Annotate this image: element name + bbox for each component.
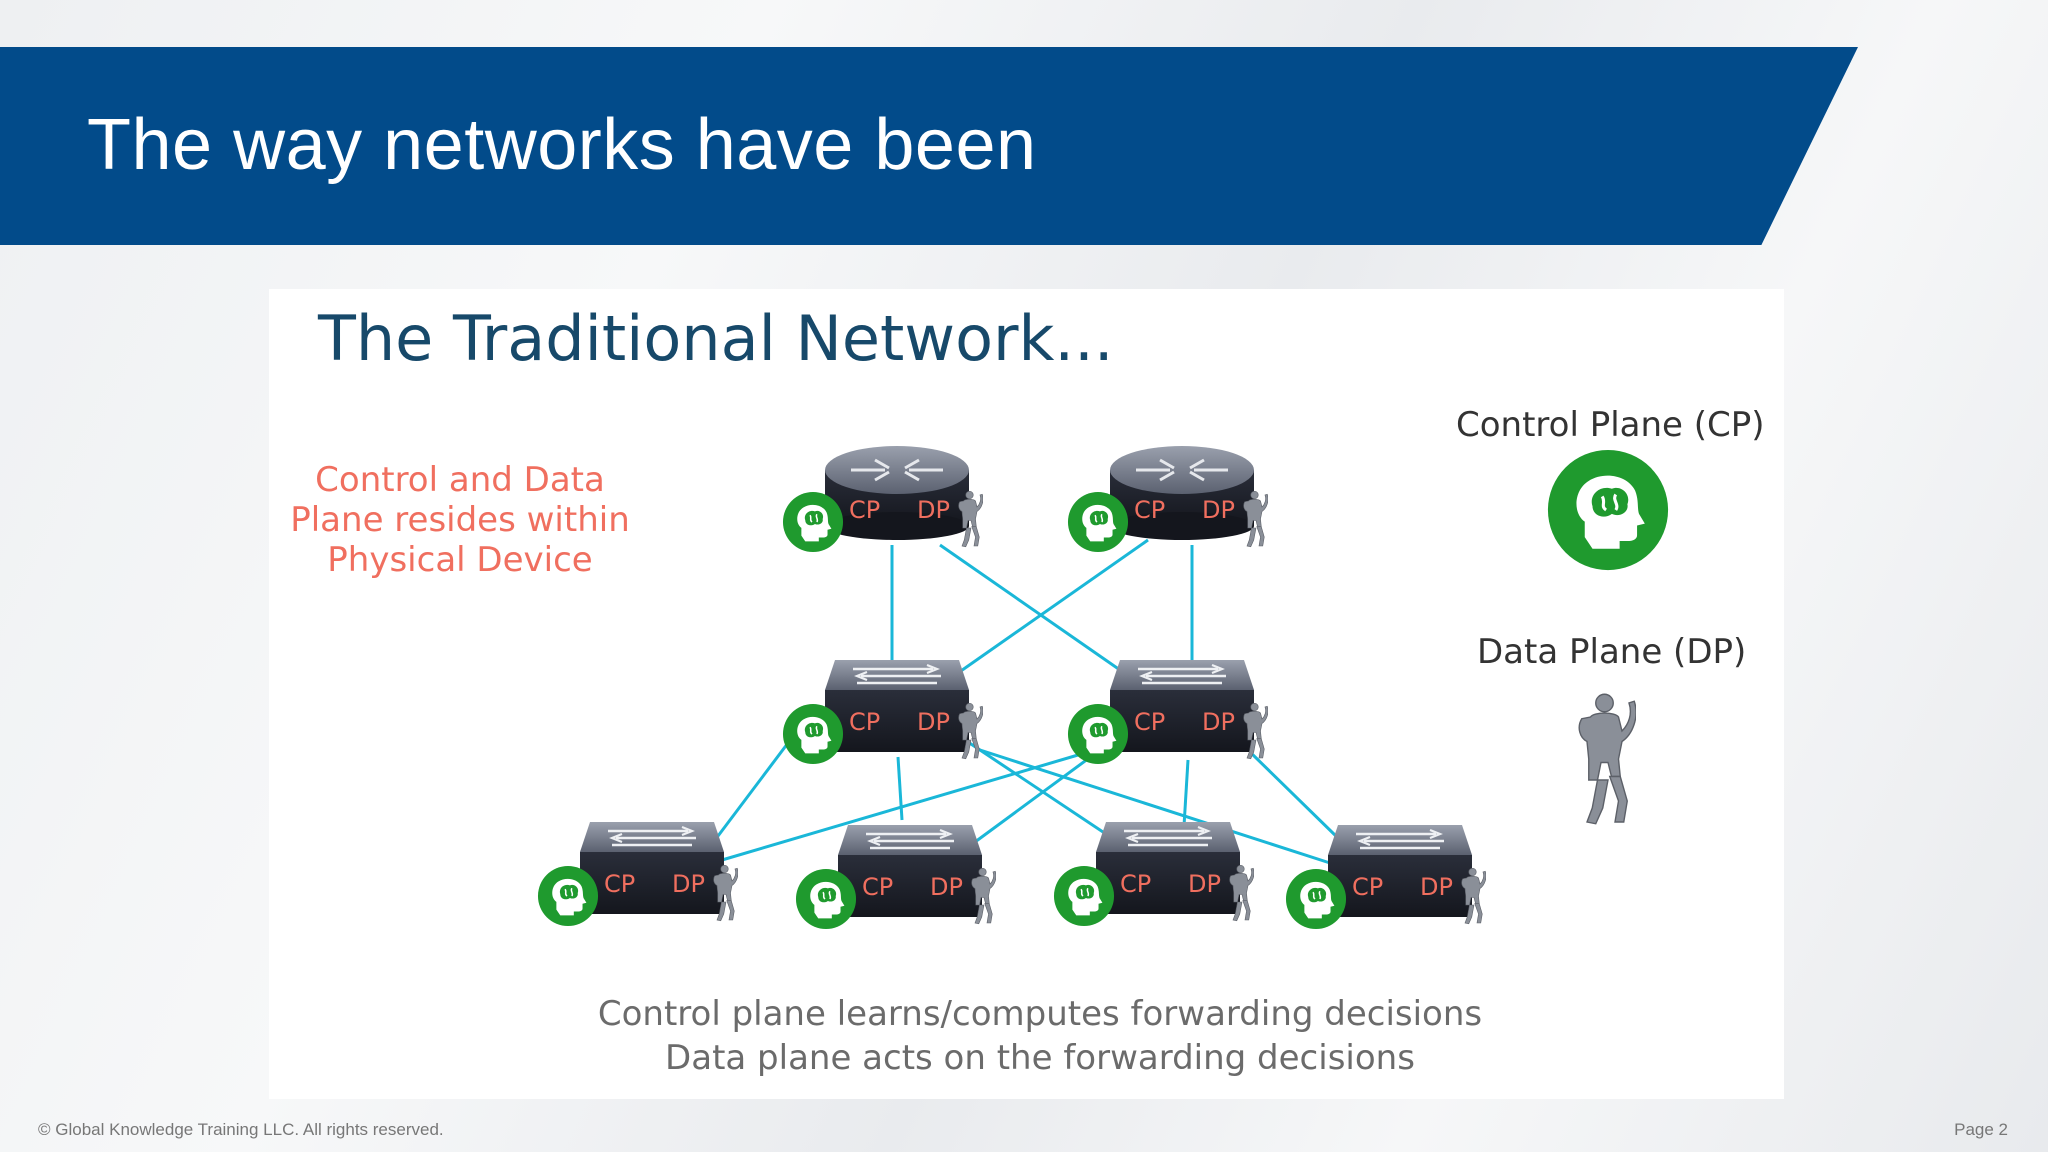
network-link bbox=[896, 756, 904, 821]
network-link bbox=[1182, 759, 1190, 827]
title-banner bbox=[0, 47, 1858, 245]
page-number: Page 2 bbox=[1954, 1120, 2008, 1139]
network-link bbox=[957, 538, 1149, 675]
diagram-panel bbox=[269, 289, 1784, 1099]
dp-label: DP bbox=[1202, 496, 1235, 524]
network-devices: CP DP CP DP CP DP CP DP CP DP CP DP CP DP CP DP bbox=[537, 446, 1486, 930]
switch-icon bbox=[1328, 825, 1472, 917]
brain-head-icon bbox=[795, 868, 857, 930]
network-link bbox=[964, 738, 1116, 842]
callout-line: Control and Data bbox=[315, 460, 605, 500]
brain-head-icon bbox=[1067, 703, 1129, 765]
dp-label: DP bbox=[672, 870, 705, 898]
callout-line: Physical Device bbox=[327, 540, 593, 580]
dp-label: DP bbox=[1202, 708, 1235, 736]
brain-head-icon bbox=[782, 703, 844, 765]
dp-label: DP bbox=[1188, 870, 1221, 898]
diagram-title: The Traditional Network... bbox=[318, 302, 1114, 375]
legend-brain-icon bbox=[1546, 448, 1670, 572]
switch-device: CP DP bbox=[795, 825, 996, 930]
switch-device: CP DP bbox=[782, 660, 983, 765]
cp-label: CP bbox=[849, 708, 880, 736]
switch-icon bbox=[580, 822, 724, 914]
brain-head-icon bbox=[1285, 868, 1347, 930]
callout-text: Control and Data Plane resides within Ph… bbox=[280, 460, 640, 580]
dp-label: DP bbox=[917, 708, 950, 736]
router-icon bbox=[825, 446, 969, 540]
cp-label: CP bbox=[1134, 496, 1165, 524]
cp-label: CP bbox=[1134, 708, 1165, 736]
dp-label: DP bbox=[917, 496, 950, 524]
slide-title: The way networks have been bbox=[87, 105, 1037, 185]
brain-head-icon bbox=[537, 865, 599, 927]
switch-device: CP DP bbox=[537, 822, 738, 927]
router-device: CP DP bbox=[782, 446, 983, 553]
footer-copyright: © Global Knowledge Training LLC. All rig… bbox=[38, 1120, 444, 1139]
switch-icon bbox=[1110, 660, 1254, 752]
dp-label: DP bbox=[930, 873, 963, 901]
cp-label: CP bbox=[604, 870, 635, 898]
switch-icon bbox=[825, 660, 969, 752]
brain-head-icon bbox=[1053, 865, 1115, 927]
router-icon bbox=[1110, 446, 1254, 540]
legend-control-plane-label: Control Plane (CP) bbox=[1456, 405, 1765, 445]
network-links bbox=[713, 538, 1340, 865]
switch-icon bbox=[838, 825, 982, 917]
legend-data-plane-label: Data Plane (DP) bbox=[1477, 632, 1747, 672]
switch-device: CP DP bbox=[1067, 660, 1268, 765]
switch-icon bbox=[1096, 822, 1240, 914]
network-link bbox=[974, 748, 1101, 844]
network-link bbox=[1248, 750, 1340, 840]
caption-line: Data plane acts on the forwarding decisi… bbox=[665, 1038, 1415, 1078]
router-device: CP DP bbox=[1067, 446, 1268, 553]
brain-head-icon bbox=[782, 491, 844, 553]
cp-label: CP bbox=[862, 873, 893, 901]
brain-head-icon bbox=[1067, 491, 1129, 553]
network-link bbox=[939, 543, 1121, 672]
callout-line: Plane resides within bbox=[290, 500, 630, 540]
cp-label: CP bbox=[1352, 873, 1383, 901]
caption-line: Control plane learns/computes forwarding… bbox=[597, 994, 1483, 1034]
network-link bbox=[979, 748, 1331, 865]
dp-label: DP bbox=[1420, 873, 1453, 901]
network-link bbox=[721, 753, 1079, 862]
cp-label: CP bbox=[1120, 870, 1151, 898]
switch-device: CP DP bbox=[1053, 822, 1254, 927]
cp-label: CP bbox=[849, 496, 880, 524]
switch-device: CP DP bbox=[1285, 825, 1486, 930]
legend-strongman-icon bbox=[1578, 693, 1636, 825]
